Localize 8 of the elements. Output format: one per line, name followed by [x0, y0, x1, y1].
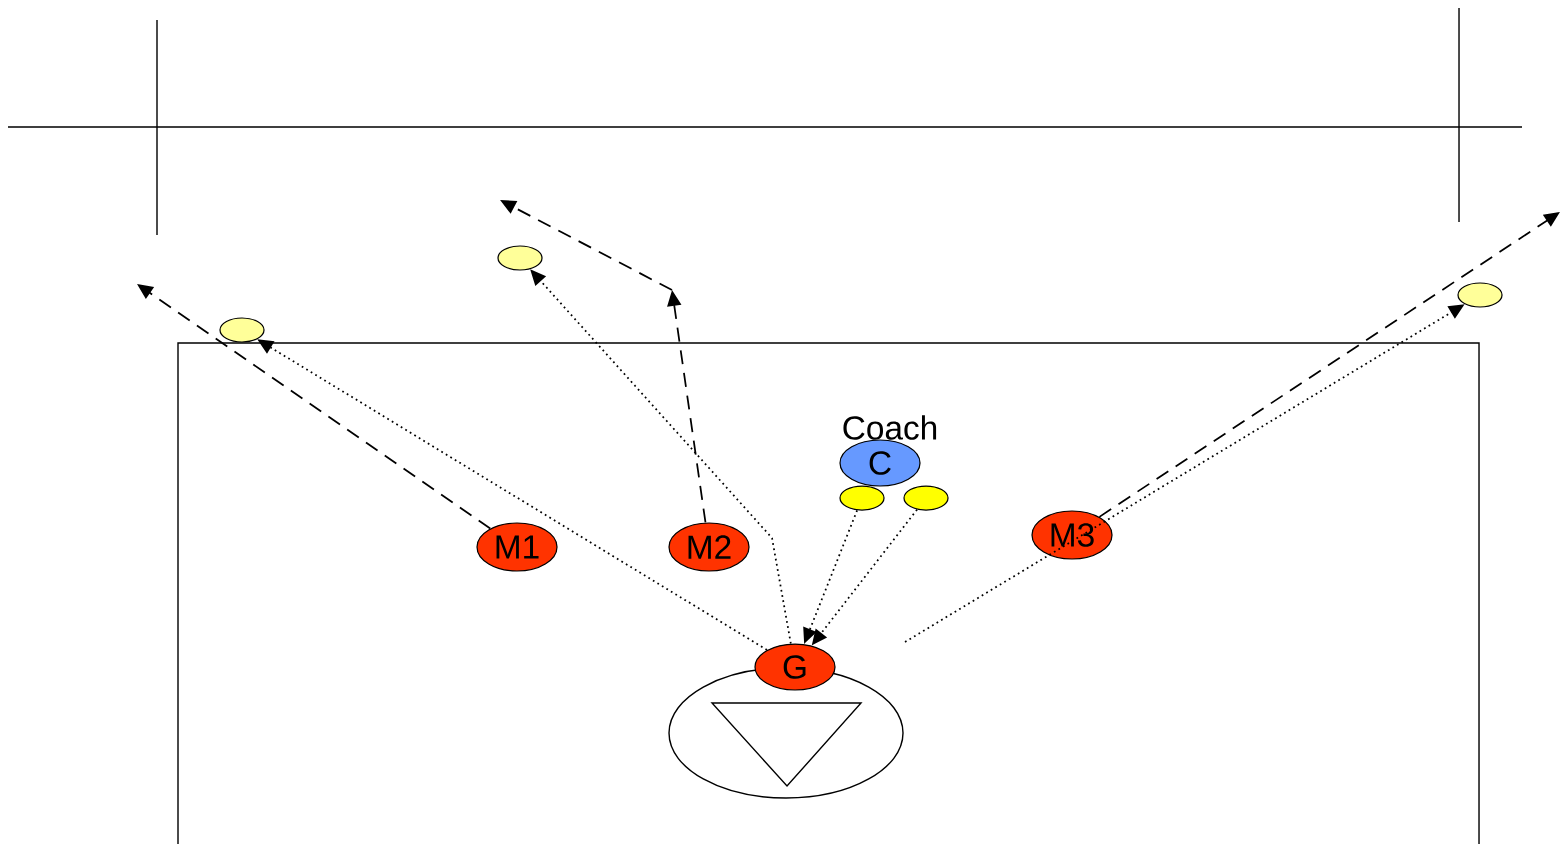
ball-ellipse: [219, 317, 265, 343]
ball-ellipse: [1457, 282, 1503, 308]
arrow: [1098, 212, 1560, 518]
node-caption: Coach: [843, 415, 937, 440]
arrow: [137, 284, 492, 530]
ball-ellipse: [903, 485, 949, 511]
ball-ellipse: [497, 245, 543, 271]
ball-ellipse: [839, 485, 885, 511]
